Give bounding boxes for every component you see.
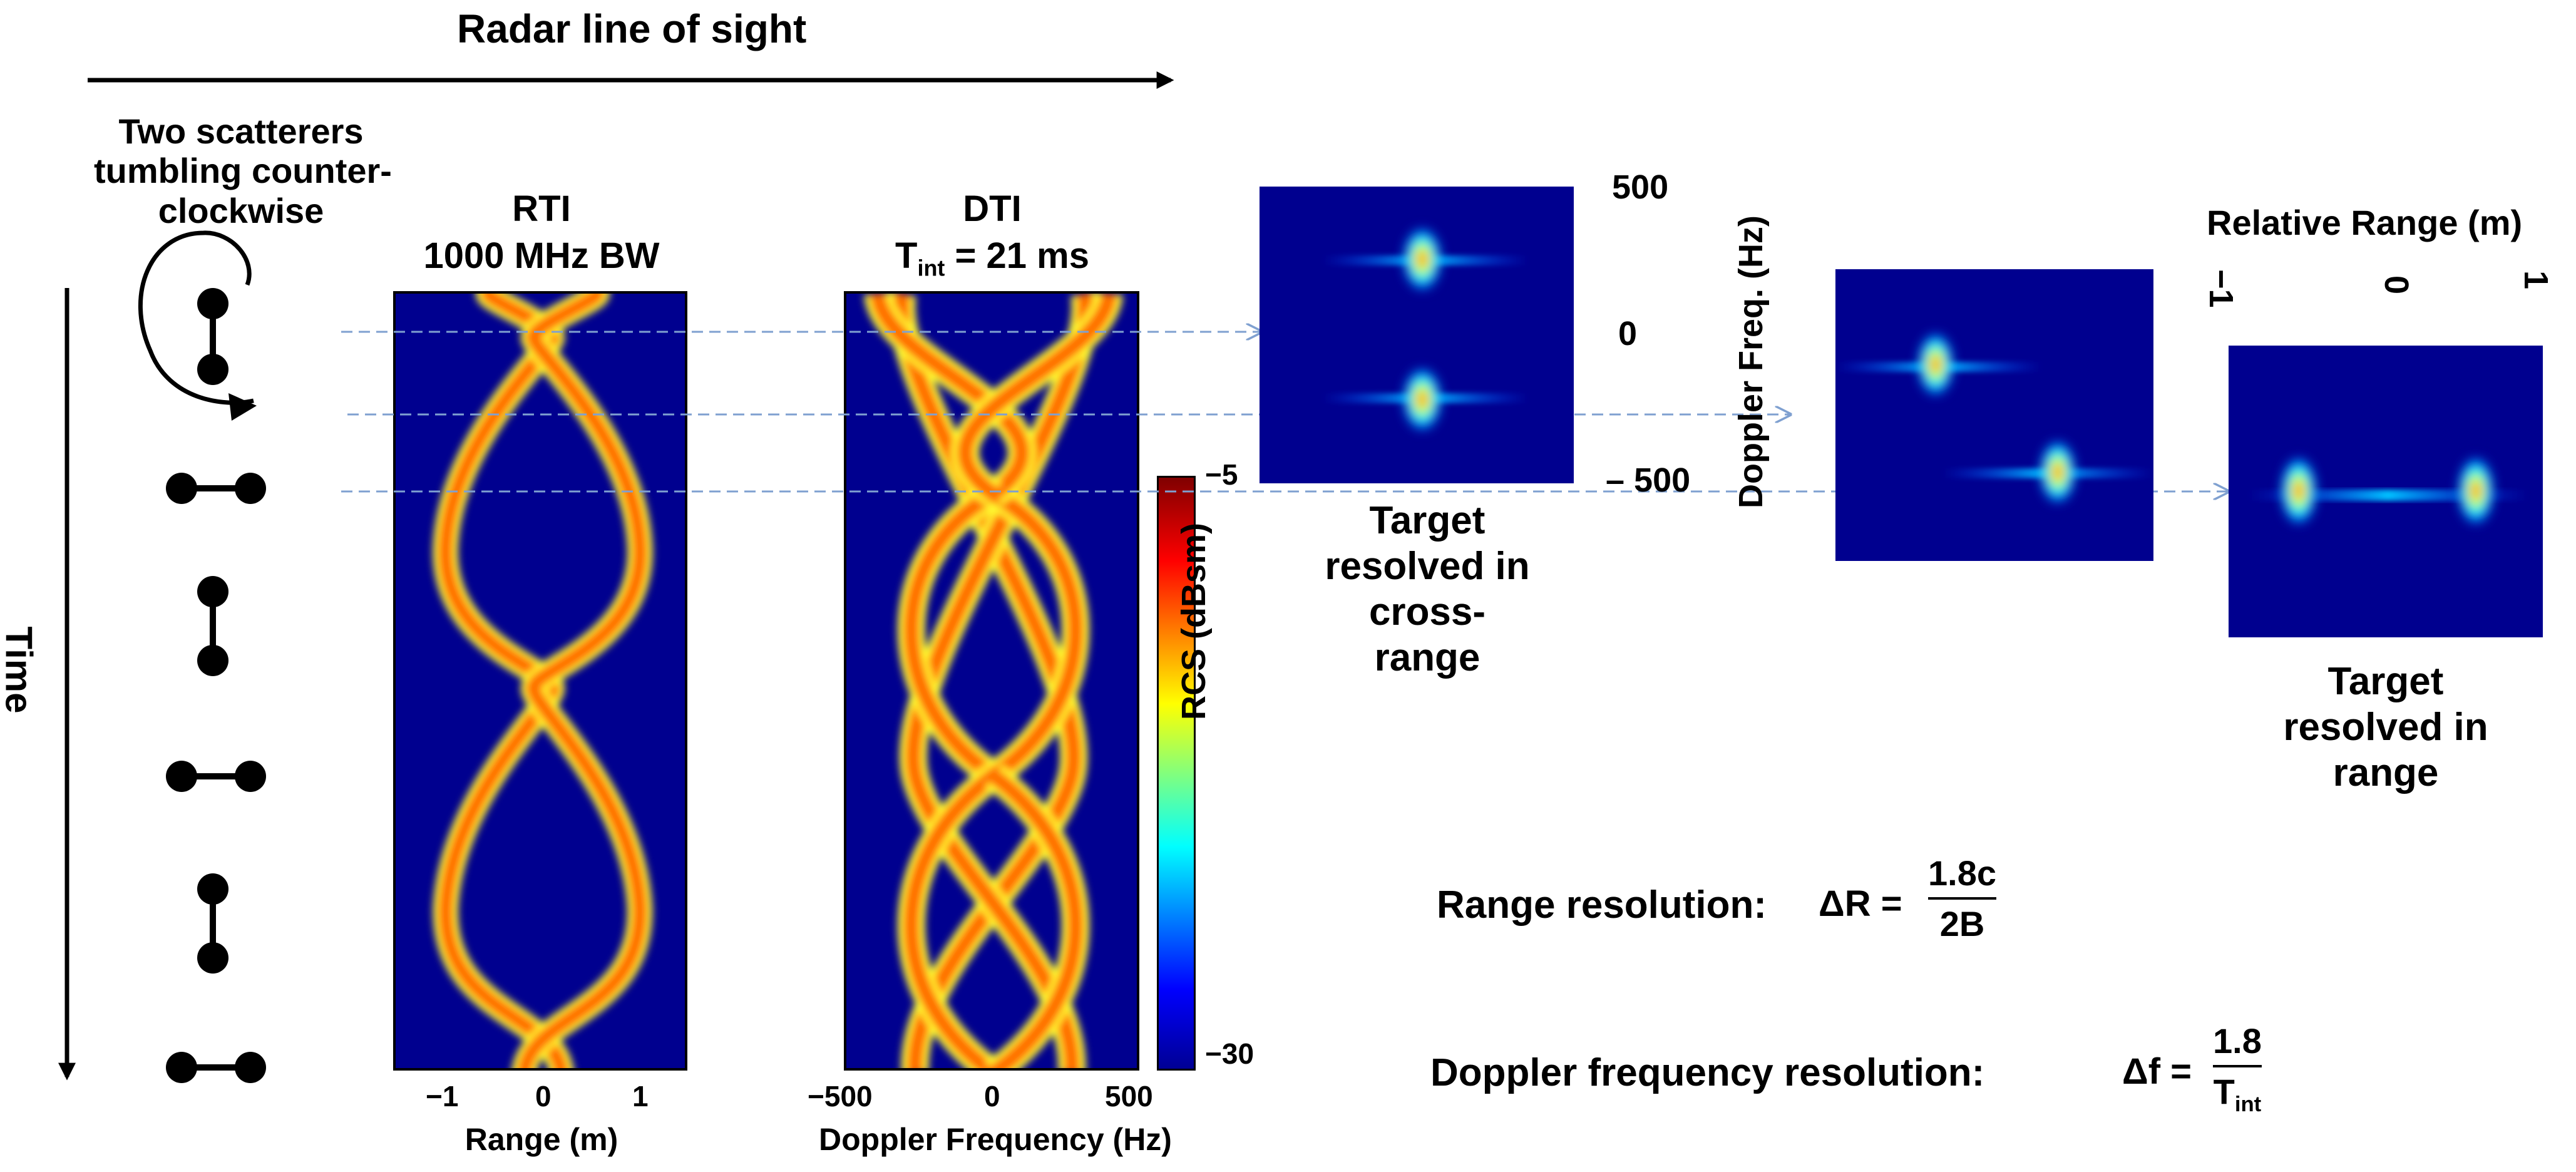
- rti-tick-1: 1: [632, 1080, 649, 1113]
- range-resolution-fraction: 1.8c 2B: [1928, 853, 1996, 943]
- cross-range-tick-neg500: – 500: [1606, 461, 1691, 499]
- relative-range-label: Relative Range (m): [2207, 203, 2523, 242]
- colorbar-min-label: −30: [1205, 1037, 1255, 1070]
- rti-subtitle: 1000 MHz BW: [423, 235, 660, 276]
- rti-title: RTI: [512, 188, 571, 229]
- range-resolution-lhs: ΔR =: [1819, 883, 1902, 924]
- rotation-arrow-icon: [138, 230, 254, 405]
- dti-tick-0: 0: [984, 1080, 1000, 1113]
- doppler-resolution-fraction: 1.8 Tint: [2213, 1021, 2262, 1117]
- scatterer-horizontal-2: [166, 761, 266, 792]
- cross-range-tick-0: 0: [1618, 315, 1638, 352]
- scatterers-caption: Two scatterers tumbling counter- clockwi…: [94, 111, 392, 230]
- range-resolved-target-right: [2457, 456, 2495, 526]
- range-resolved-target-left: [2280, 456, 2317, 526]
- doppler-resolution-lhs: Δf =: [2122, 1051, 2192, 1092]
- range-resolved-plot: [2229, 346, 2543, 637]
- dti-title: DTI: [963, 188, 1022, 229]
- range-doppler-plot: [1835, 269, 2153, 561]
- range-doppler-target-1: [1917, 332, 1954, 397]
- colorbar-max-label: −5: [1205, 458, 1238, 491]
- rti-tick-neg1: −1: [426, 1080, 459, 1113]
- colorbar-label: RCS (dBsm): [1175, 522, 1213, 720]
- range-resolution-label: Range resolution:: [1437, 883, 1767, 927]
- dti-tick-neg500: −500: [808, 1080, 873, 1113]
- scatterer-vertical-2: [197, 576, 228, 676]
- scatterer-horizontal-3: [166, 1052, 266, 1083]
- rti-tick-0: 0: [535, 1080, 552, 1113]
- rti-plot: [393, 291, 687, 1071]
- scatterer-vertical-1: [197, 288, 228, 385]
- relative-range-tick-neg1: −1: [2202, 269, 2240, 308]
- radar-line-of-sight-label: Radar line of sight: [457, 6, 807, 51]
- cross-range-tick-500: 500: [1612, 168, 1669, 206]
- range-doppler-target-2: [2039, 440, 2076, 505]
- scatterer-horizontal-1: [166, 473, 266, 504]
- dti-plot: [844, 291, 1139, 1071]
- relative-range-tick-0: 0: [2378, 275, 2415, 295]
- scatterer-vertical-3: [197, 873, 228, 974]
- dti-tick-500: 500: [1105, 1080, 1153, 1113]
- doppler-resolution-label: Doppler frequency resolution:: [1430, 1051, 1985, 1094]
- colorbar: [1157, 476, 1196, 1071]
- doppler-axis-label: Doppler Freq. (Hz): [1732, 215, 1770, 508]
- relative-range-tick-1: 1: [2517, 270, 2555, 290]
- cross-range-caption: Target resolved in cross- range: [1325, 499, 1530, 680]
- rti-xlabel: Range (m): [464, 1122, 618, 1157]
- cross-range-plot: [1260, 187, 1574, 483]
- dti-subtitle: Tint = 21 ms: [895, 235, 1089, 281]
- time-label: Time: [0, 626, 40, 714]
- cross-range-target-bottom: [1402, 367, 1442, 432]
- range-resolved-caption: Target resolved in range: [2283, 660, 2488, 795]
- dti-xlabel: Doppler Frequency (Hz): [819, 1122, 1172, 1157]
- cross-range-target-top: [1402, 227, 1442, 292]
